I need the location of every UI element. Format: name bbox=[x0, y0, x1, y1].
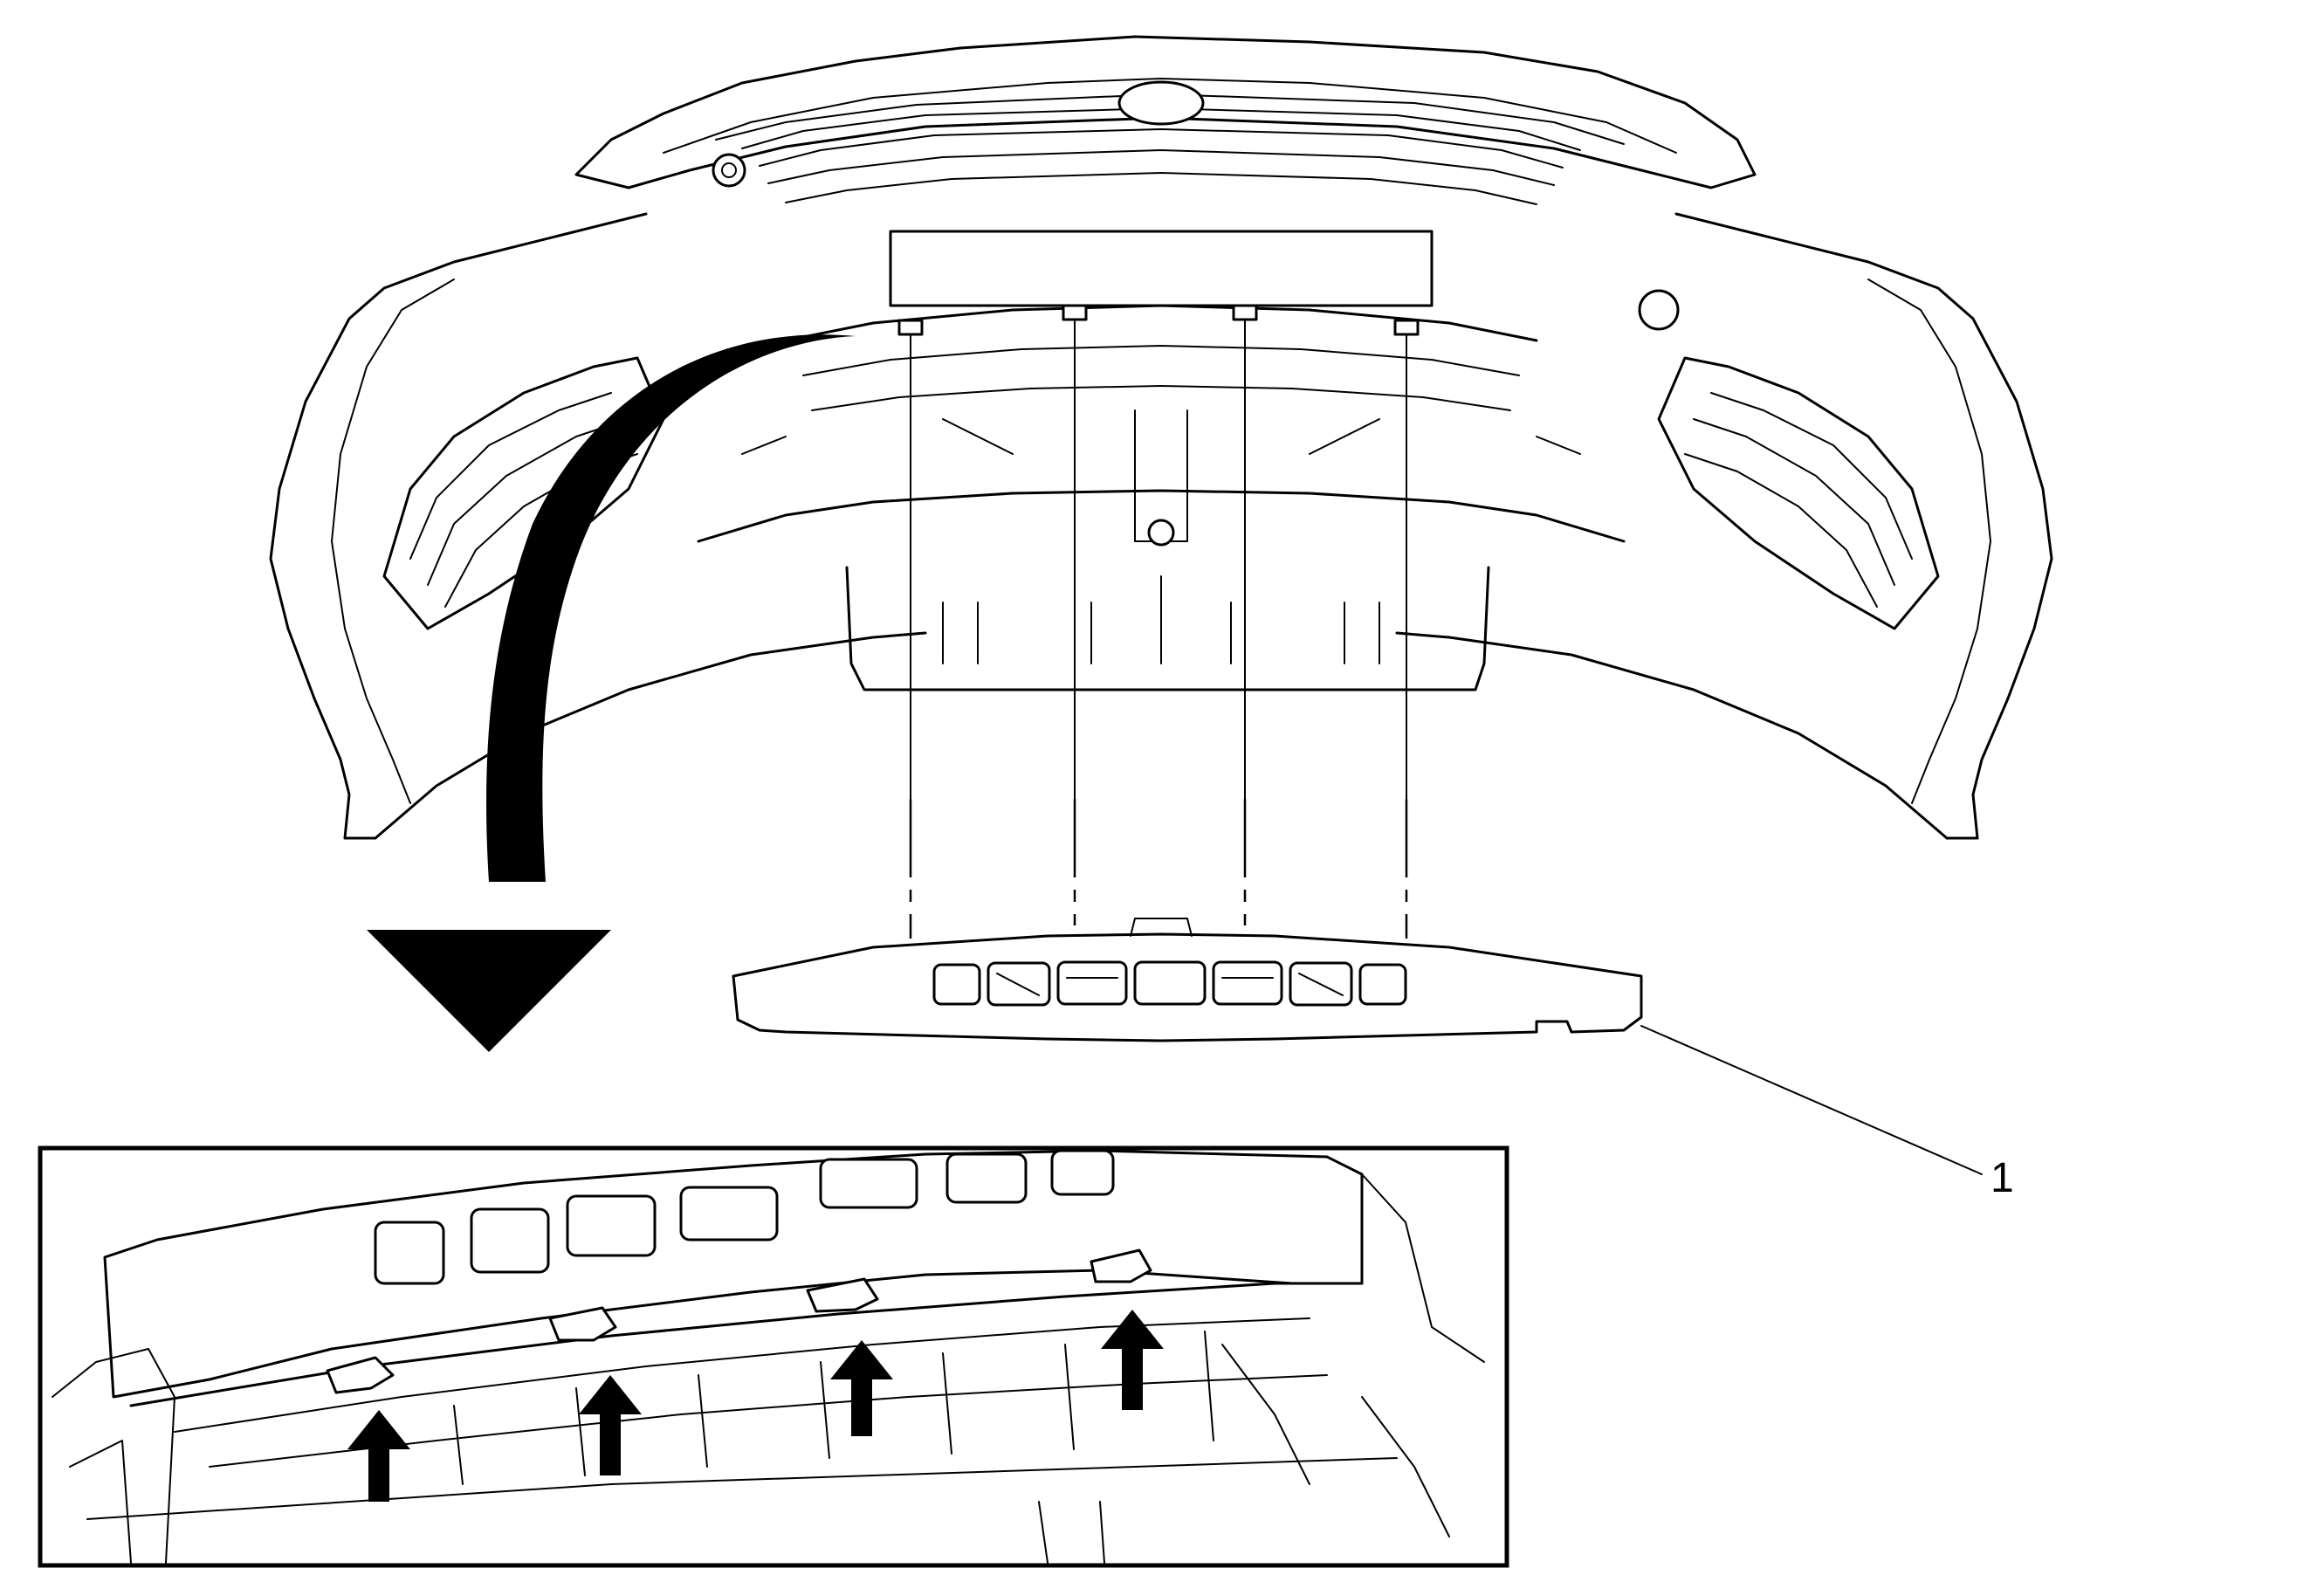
inset-pockets bbox=[374, 1150, 1115, 1285]
lower-grille-panel bbox=[697, 230, 1626, 691]
detail-inset bbox=[38, 1145, 1509, 1568]
absorber-pockets bbox=[932, 960, 1407, 1007]
release-arrow-3 bbox=[830, 1340, 893, 1436]
release-arrow-2 bbox=[579, 1375, 642, 1475]
right-intake bbox=[1638, 289, 1940, 630]
release-arrow-1 bbox=[347, 1410, 410, 1502]
inset-clips bbox=[326, 1248, 1152, 1394]
energy-absorber bbox=[732, 918, 1643, 1042]
release-arrow-4 bbox=[1101, 1310, 1164, 1410]
panel-tabs bbox=[897, 304, 1420, 336]
alignment-lines bbox=[909, 319, 1408, 939]
inset-arrows bbox=[347, 1310, 1164, 1502]
bumper-fascia bbox=[269, 35, 2053, 840]
callout-1-label: 1 bbox=[1991, 1155, 2014, 1201]
view-direction-arrow bbox=[367, 334, 856, 1052]
upper-grille bbox=[712, 80, 1581, 205]
callout-1-leader bbox=[1640, 1025, 1983, 1175]
